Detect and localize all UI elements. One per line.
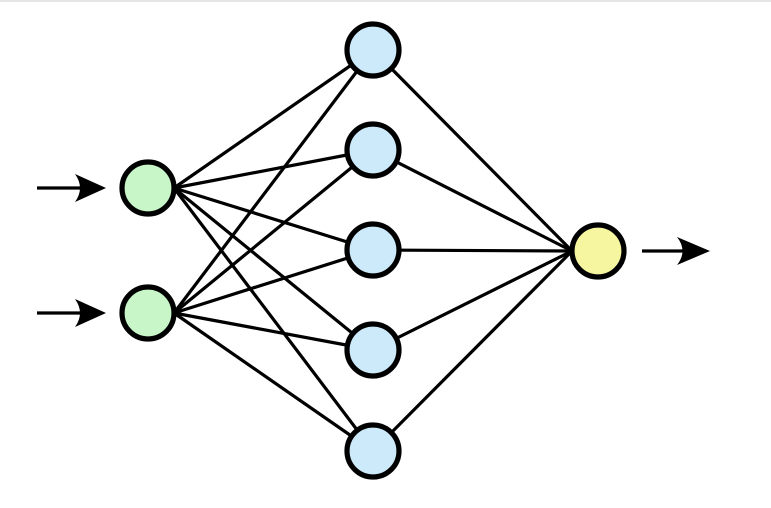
connection-edge <box>372 249 573 352</box>
hidden-node <box>344 221 402 279</box>
hidden-node <box>344 422 402 480</box>
connection-edge <box>172 186 375 352</box>
input-node <box>119 284 177 342</box>
connection-edge <box>371 48 574 253</box>
input-arrow-2-head <box>75 299 106 327</box>
connection-edge <box>372 148 573 253</box>
input-node <box>119 159 177 217</box>
output-node <box>569 222 627 280</box>
connection-edge <box>173 148 374 190</box>
connection-edge <box>173 248 374 315</box>
hidden-node <box>344 121 402 179</box>
output-arrow-head <box>677 237 710 265</box>
hidden-node <box>344 321 402 379</box>
connection-edge <box>173 311 374 352</box>
connection-edge <box>173 186 374 252</box>
connection-edge <box>173 311 374 453</box>
connection-edge <box>372 248 573 253</box>
connection-edge <box>172 148 375 315</box>
hidden-node <box>344 21 402 79</box>
connection-edge <box>172 49 375 314</box>
window-top-border <box>0 0 771 2</box>
input-arrow-1-head <box>75 174 106 202</box>
connection-edge <box>172 187 375 452</box>
connection-edge <box>371 249 574 453</box>
connection-edge <box>173 48 374 190</box>
